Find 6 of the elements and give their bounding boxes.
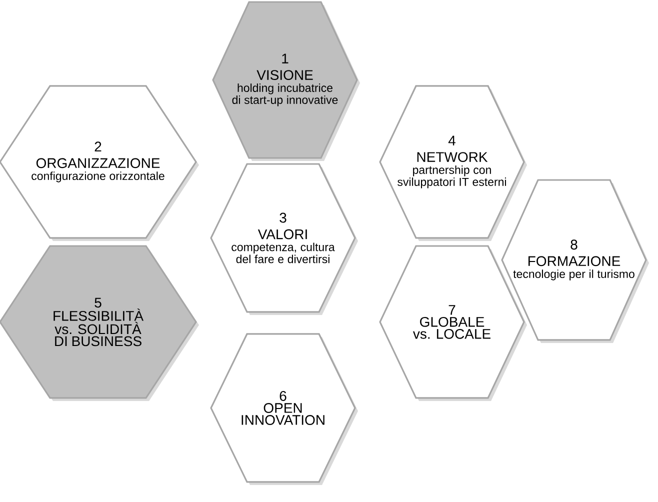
hexagon: 5 FLESSIBILITÀ vs. SOLIDITÀ DI BUSINESS: [0, 245, 199, 401]
hexagon: 6 OPEN INNOVATION: [210, 333, 358, 485]
hexagon: 4 NETWORK partnership con sviluppatori IT esterni: [379, 85, 527, 241]
hexagon: 1 VISIONE holding incubatrice di start-up innovative: [212, 1, 360, 161]
hexagon: 2 ORGANIZZAZIONE configurazione orizzontale: [0, 85, 199, 241]
hexagon: 3 VALORI competenza, cultura del fare e divertirsi: [210, 163, 358, 315]
